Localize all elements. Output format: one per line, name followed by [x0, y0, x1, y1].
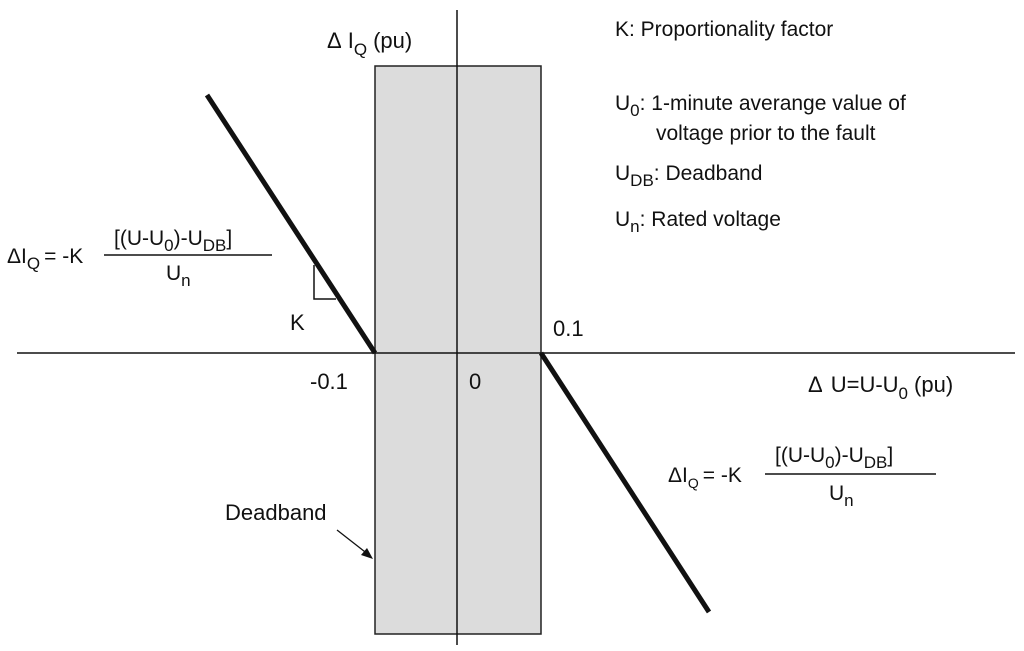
legend-udb: UDB: Deadband — [615, 162, 762, 190]
deadband-arrow — [336, 529, 370, 556]
tick-neg: -0.1 — [310, 369, 348, 394]
left-formula-numerator: [(U-U0)-UDB] — [114, 227, 232, 255]
left-formula-lhs: ΔIQ= -K — [7, 245, 83, 273]
deadband-arrow-head — [361, 548, 373, 559]
slope-label: K — [290, 310, 305, 335]
slope-triangle — [313, 265, 336, 300]
legend-k: K: Proportionality factor — [615, 18, 833, 41]
right-formula-denominator: Un — [829, 482, 854, 510]
tick-zero: 0 — [469, 369, 481, 394]
characteristic-right — [538, 351, 712, 614]
legend-u0-cont: voltage prior to the fault — [656, 122, 876, 145]
legend-u0: U0: 1-minute averange value of — [615, 92, 906, 120]
right-formula-lhs: ΔIQ= -K — [668, 464, 742, 491]
legend-un: Un: Rated voltage — [615, 208, 781, 236]
deadband-label: Deadband — [225, 500, 327, 525]
characteristic-left — [204, 93, 378, 355]
left-formula-denominator: Un — [166, 262, 191, 290]
right-formula-numerator: [(U-U0)-UDB] — [775, 444, 893, 472]
tick-pos: 0.1 — [553, 316, 584, 341]
deadband-region — [374, 65, 542, 635]
